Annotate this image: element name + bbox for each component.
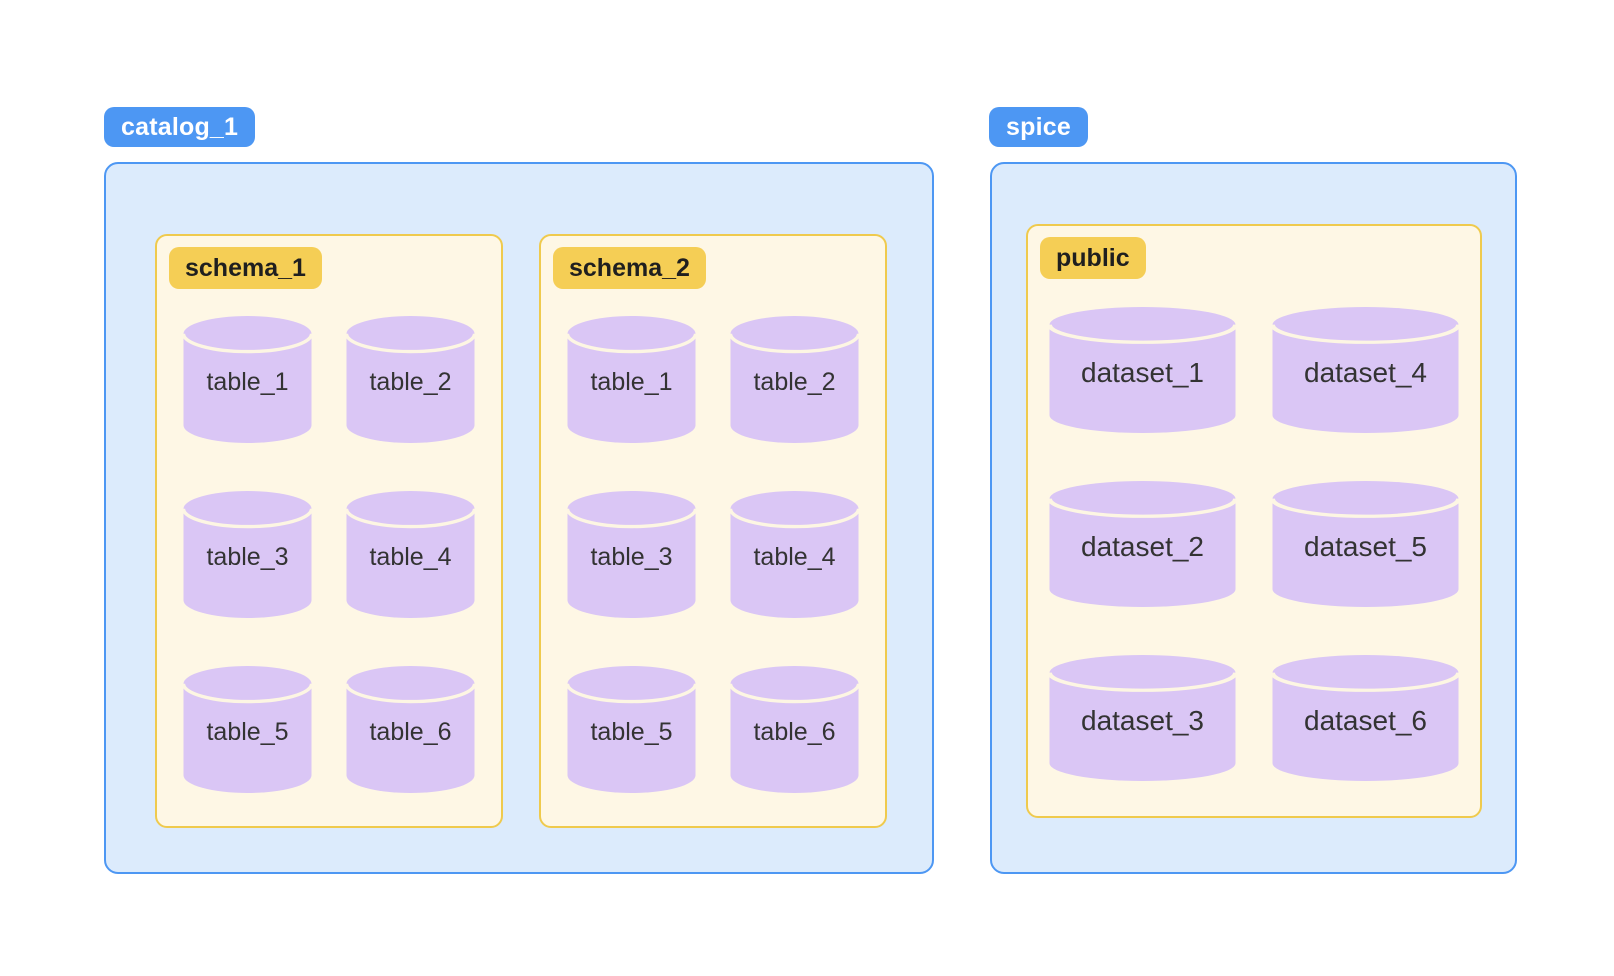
table-cylinder: table_1: [567, 316, 696, 443]
database-cylinder-icon: [1272, 307, 1459, 433]
table-cylinder: table_5: [183, 666, 312, 793]
table-cylinder: table_1: [183, 316, 312, 443]
table-label: table_2: [753, 367, 836, 396]
table-cylinder: table_3: [567, 491, 696, 618]
table-cylinder: dataset_2: [1049, 481, 1236, 607]
database-cylinder-icon: [1049, 655, 1236, 781]
database-cylinder-icon: [346, 666, 475, 793]
catalog-badge: catalog_1: [104, 107, 256, 147]
table-cylinder: table_6: [730, 666, 859, 793]
database-cylinder-icon: [1049, 307, 1236, 433]
database-cylinder-icon: [346, 316, 475, 443]
database-cylinder-icon: [1272, 655, 1459, 781]
table-label: table_3: [206, 542, 289, 571]
database-cylinder-icon: [567, 316, 696, 443]
table-label: table_4: [369, 542, 452, 571]
table-cylinder: dataset_5: [1272, 481, 1459, 607]
table-label: table_4: [753, 542, 836, 571]
table-cylinder: table_2: [346, 316, 475, 443]
database-cylinder-icon: [183, 666, 312, 793]
table-label: dataset_6: [1304, 704, 1427, 736]
catalog-badge: spice: [989, 107, 1088, 147]
database-cylinder-icon: [567, 491, 696, 618]
schema-badge: public: [1040, 237, 1146, 279]
table-label: dataset_1: [1081, 356, 1204, 388]
table-label: table_3: [590, 542, 673, 571]
table-label: table_1: [590, 367, 673, 396]
table-cylinder: dataset_1: [1049, 307, 1236, 433]
table-label: dataset_2: [1081, 530, 1204, 562]
table-cylinder: table_4: [346, 491, 475, 618]
table-label: table_1: [206, 367, 289, 396]
table-grid: table_1 table_2 table_3 table_4 table_5 table…: [183, 316, 475, 793]
database-cylinder-icon: [183, 491, 312, 618]
table-grid: table_1 table_2 table_3 table_4 table_5 table…: [567, 316, 859, 793]
database-cylinder-icon: [567, 666, 696, 793]
schema-badge: schema_1: [169, 247, 322, 289]
database-cylinder-icon: [730, 666, 859, 793]
table-label: table_5: [206, 717, 289, 746]
table-cylinder: dataset_6: [1272, 655, 1459, 781]
table-cylinder: table_4: [730, 491, 859, 618]
database-cylinder-icon: [1272, 481, 1459, 607]
table-cylinder: dataset_4: [1272, 307, 1459, 433]
table-label: dataset_4: [1304, 356, 1427, 388]
table-cylinder: table_5: [567, 666, 696, 793]
database-cylinder-icon: [730, 316, 859, 443]
table-label: table_6: [753, 717, 836, 746]
database-cylinder-icon: [183, 316, 312, 443]
table-label: dataset_5: [1304, 530, 1427, 562]
table-cylinder: table_3: [183, 491, 312, 618]
table-cylinder: table_2: [730, 316, 859, 443]
database-cylinder-icon: [346, 491, 475, 618]
database-cylinder-icon: [730, 491, 859, 618]
database-cylinder-icon: [1049, 481, 1236, 607]
table-cylinder: dataset_3: [1049, 655, 1236, 781]
table-label: dataset_3: [1081, 704, 1204, 736]
table-label: table_6: [369, 717, 452, 746]
table-cylinder: table_6: [346, 666, 475, 793]
schema-badge: schema_2: [553, 247, 706, 289]
table-label: table_2: [369, 367, 452, 396]
table-label: table_5: [590, 717, 673, 746]
